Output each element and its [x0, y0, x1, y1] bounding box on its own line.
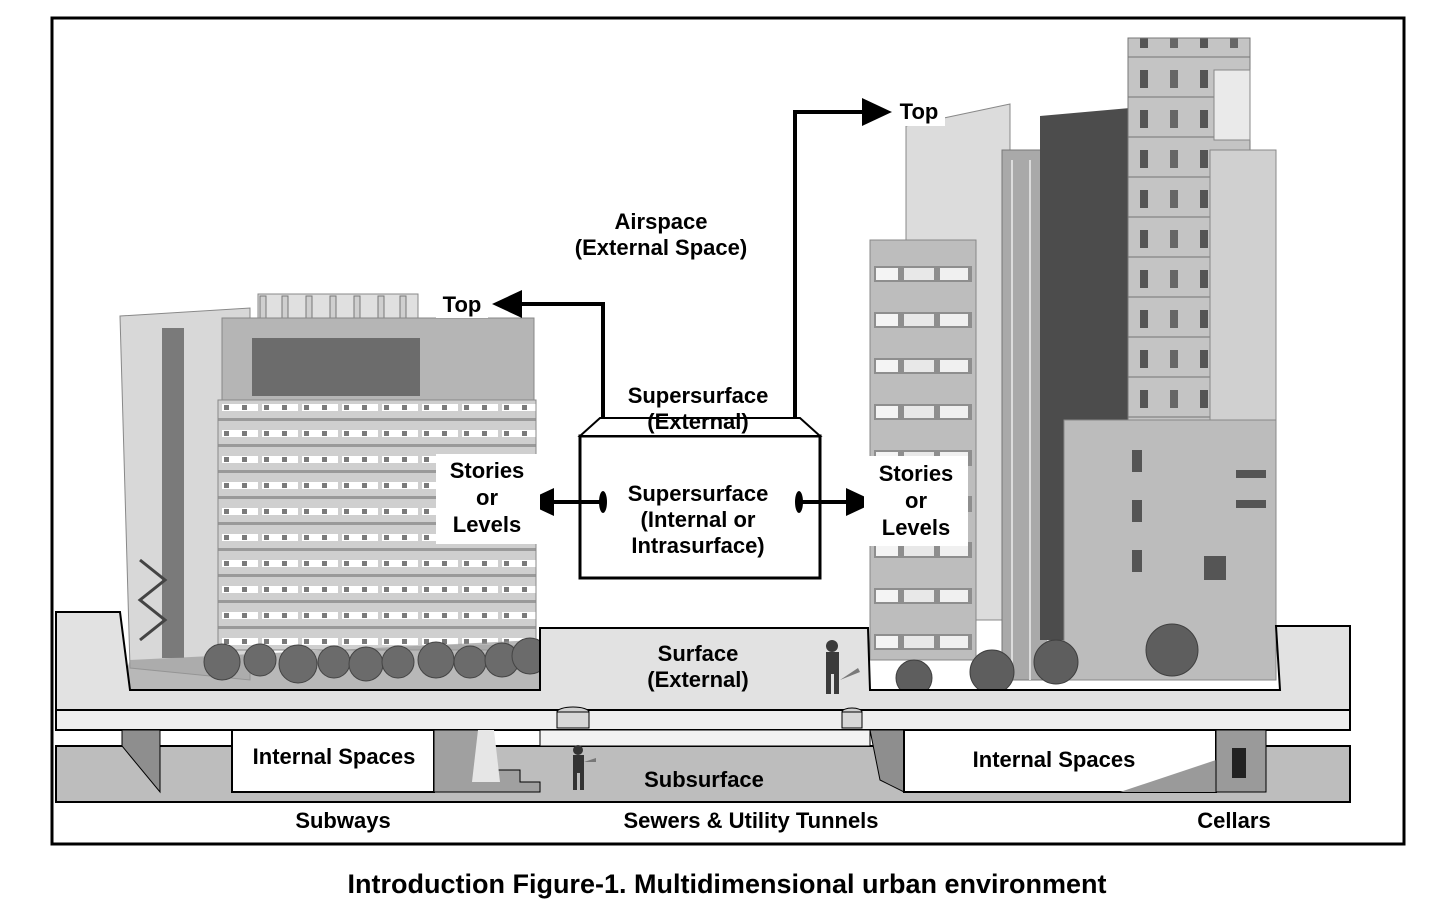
stories-right-label-line3: Levels	[882, 515, 951, 540]
sewer-shaft-light	[472, 730, 500, 782]
subsurface-label: Subsurface	[644, 767, 764, 792]
underground	[55, 729, 1351, 803]
sewers-label: Sewers & Utility Tunnels	[623, 808, 878, 833]
right-building-upper-right	[1209, 149, 1277, 451]
stories-left-label-line1: Stories	[450, 458, 525, 483]
cellar-ramp	[1120, 760, 1216, 792]
stories-right-label-line1: Stories	[879, 461, 954, 486]
left-building	[119, 293, 549, 690]
supersurface-box	[578, 434, 822, 580]
top-right-arrow	[793, 110, 866, 418]
sewer-tunnel	[539, 729, 871, 747]
stories-right-arrowhead	[846, 488, 876, 516]
left-building-trees	[203, 637, 549, 684]
surface-label-line2: (External)	[647, 667, 748, 692]
supersurface-internal-label-line2: (Internal or	[641, 507, 756, 532]
right-building-dark-facade	[1040, 108, 1130, 640]
figure-caption: Introduction Figure-1. Multidimensional …	[347, 869, 1106, 899]
top-left-label: Top	[443, 292, 482, 317]
stories-right-label-bg	[864, 456, 968, 546]
top-left-label-bg	[436, 288, 488, 318]
internal-spaces-right-label: Internal Spaces	[973, 747, 1136, 772]
top-right-label-bg	[893, 96, 945, 126]
top-left-arrow	[520, 302, 605, 418]
cellar-dark-door	[1232, 748, 1246, 778]
right-building-floors	[869, 239, 977, 661]
supersurface-internal-label-line3: Intrasurface)	[631, 533, 764, 558]
stories-left-label-line3: Levels	[453, 512, 522, 537]
top-right-arrowhead	[862, 98, 892, 126]
airspace-label-line1: Airspace	[615, 209, 708, 234]
surface-label-line1: Surface	[658, 641, 739, 666]
right-building-lower-windows	[1132, 450, 1266, 580]
top-right-label: Top	[900, 99, 939, 124]
stories-right-anchor	[795, 491, 803, 513]
top-left-arrowhead	[492, 290, 522, 318]
airspace-label-line2: (External Space)	[575, 235, 747, 260]
internal-spaces-left-label: Internal Spaces	[253, 744, 416, 769]
supersurface-external-label-line2: (External)	[647, 409, 748, 434]
right-building-trees	[895, 623, 1199, 697]
manhole-right-shaft	[841, 711, 863, 729]
supersurface-internal-label-line1: Supersurface	[628, 481, 769, 506]
surface-slab-edge	[55, 709, 1351, 731]
subways-label: Subways	[295, 808, 390, 833]
soldier-on-surface	[826, 640, 860, 694]
soldier-in-subsurface	[573, 745, 596, 790]
stories-left-label-line2: or	[476, 485, 498, 510]
internal-space-left-room	[231, 729, 435, 793]
stories-left-anchor	[599, 491, 607, 513]
right-building	[869, 37, 1277, 697]
subway-tunnel-left	[121, 729, 161, 794]
left-building-dark-panel	[252, 338, 420, 396]
left-building-vent-pipes	[259, 295, 407, 319]
stories-right-label-line2: or	[905, 488, 927, 513]
left-building-stair-column	[162, 328, 184, 658]
manhole-left-shaft	[556, 711, 590, 729]
supersurface-box-top-edge	[577, 417, 823, 437]
cellars-label: Cellars	[1197, 808, 1270, 833]
right-building-tower-top-block	[1213, 69, 1251, 141]
left-building-stair-zigzag	[137, 558, 168, 642]
stories-left-label-bg	[436, 454, 540, 544]
supersurface-external-label-line1: Supersurface	[628, 383, 769, 408]
